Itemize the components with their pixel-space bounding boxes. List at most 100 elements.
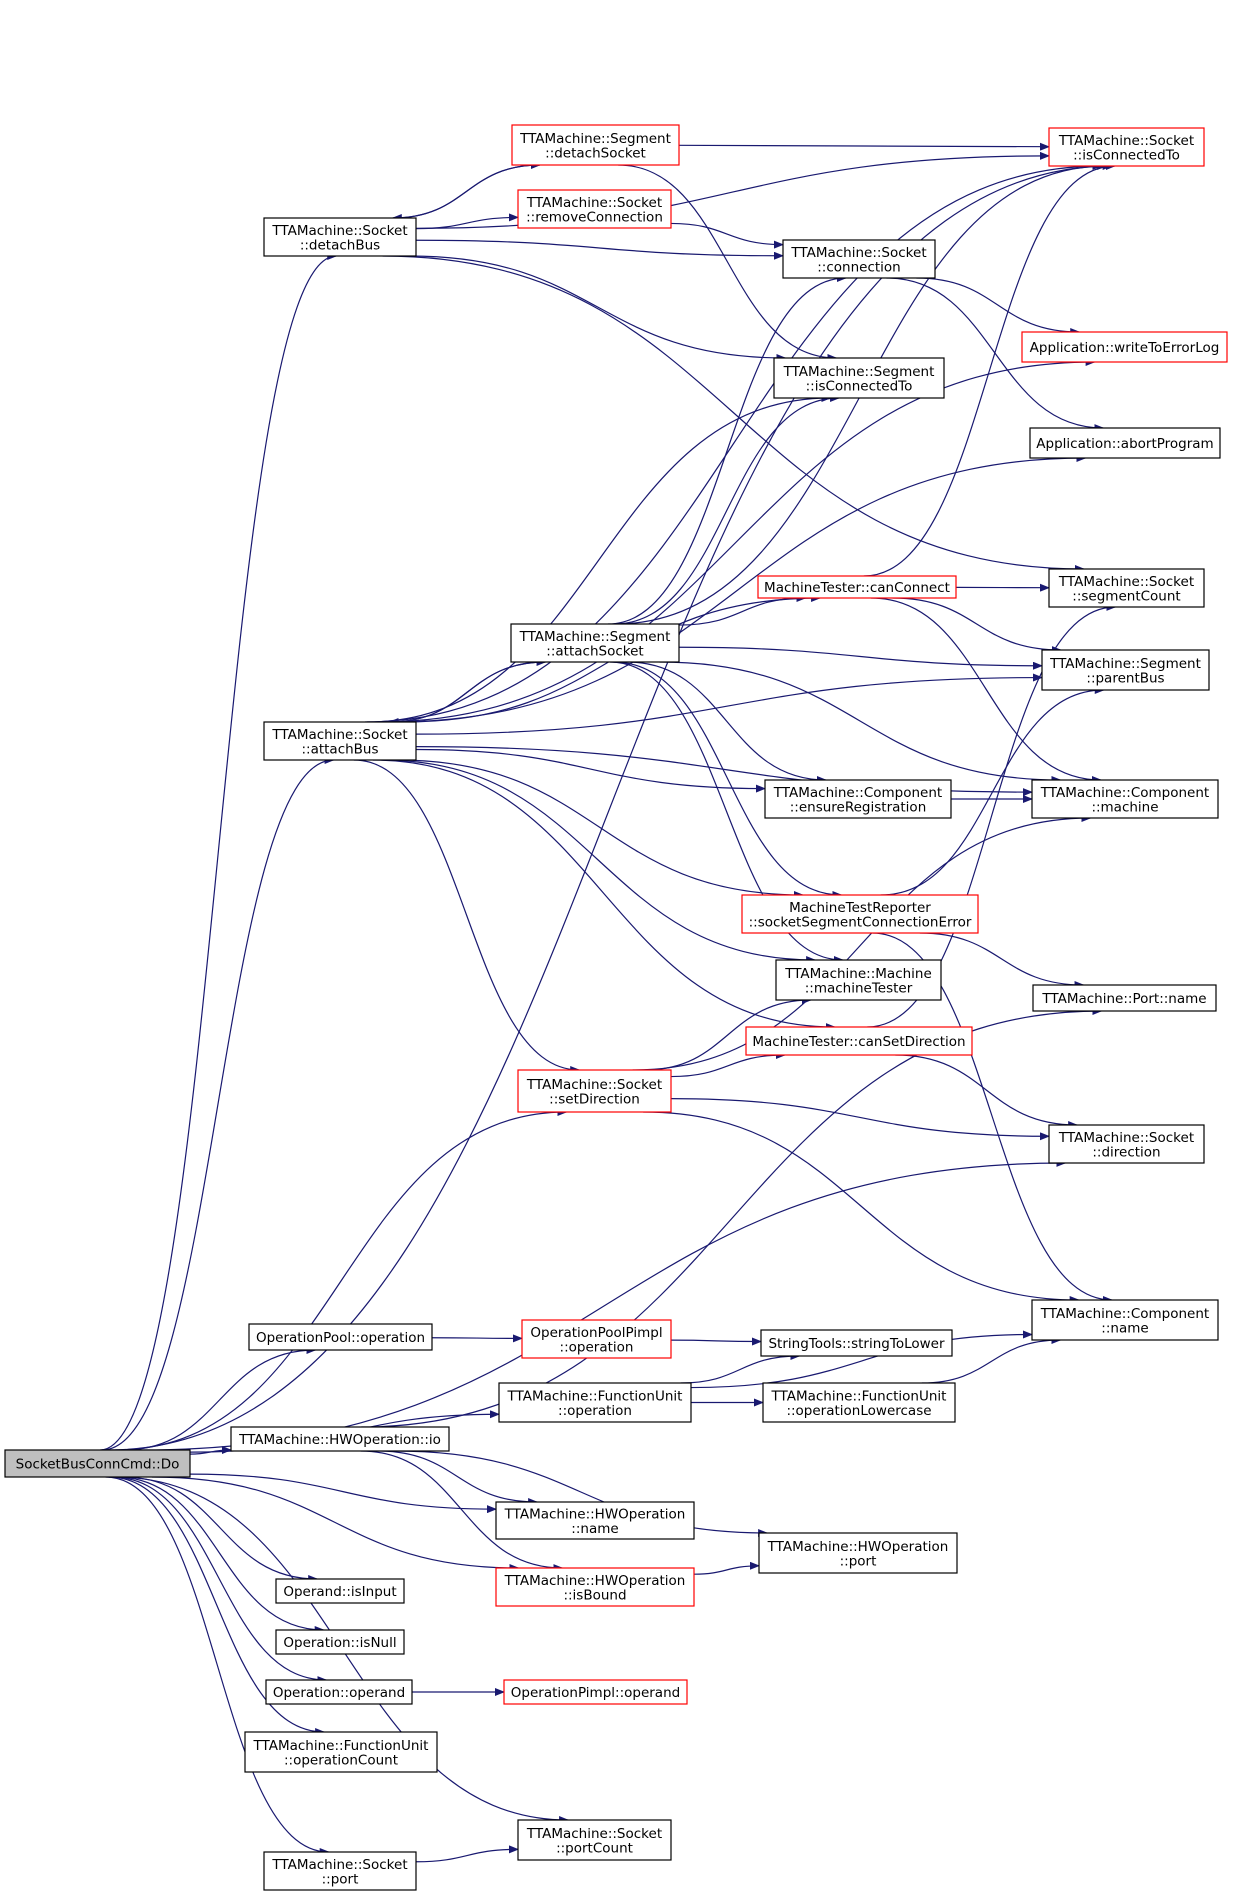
node-label-line: ::operation [558,1403,632,1419]
node-comp-name[interactable]: TTAMachine::Component::name [1031,1299,1219,1341]
node-box [275,1578,405,1604]
node-box [757,575,957,599]
node-operation-operand[interactable]: Operation::operand [265,1679,413,1705]
node-label-line: TTAMachine::Segment [1049,656,1201,672]
edge-root-to-operation_operand [111,1476,328,1684]
edge-sock_setDirection-to-sock_direction [670,1098,1050,1141]
node-label-line: TTAMachine::Port::name [1041,991,1206,1007]
edge-root-to-operand_isInput [123,1476,319,1583]
node-comp-ensureRegistration[interactable]: TTAMachine::Component::ensureRegistratio… [764,779,952,819]
edge-mtr_socketSegmentConnectionError-to-comp_name [872,932,1113,1304]
node-seg-parentBus[interactable]: TTAMachine::Segment::parentBus [1041,649,1210,691]
node-hwop-name[interactable]: TTAMachine::HWOperation::name [495,1501,695,1540]
node-label-line: TTAMachine::Socket [526,1826,662,1842]
node-mt-canConnect[interactable]: MachineTester::canConnect [757,575,957,599]
node-label-line: ::setDirection [549,1091,640,1107]
node-strtools-stringToLower[interactable]: StringTools::stringToLower [760,1329,953,1357]
node-seg-isConnectedTo[interactable]: TTAMachine::Segment::isConnectedTo [773,357,945,399]
node-operation-isNull[interactable]: Operation::isNull [275,1629,405,1655]
node-mt-canSetDirection[interactable]: MachineTester::canSetDirection [745,1026,973,1056]
node-box [1031,1299,1219,1341]
edge-sock_attachBus-to-app_writeToErrorLog [377,358,1096,723]
node-label-line: OperationPoolPimpl [530,1325,662,1341]
edge-root-to-sock_attachBus [102,756,335,1451]
edge-mt_canConnect-to-comp_machine [870,597,1102,784]
nodes-layer: SocketBusConnCmd::DoTTAMachine::Socket::… [4,124,1228,1891]
edge-hwop_io-to-hwop_port [394,1450,769,1537]
edge-fu_operation-to-comp_name [690,1330,1033,1389]
node-op-pool-operation[interactable]: OperationPool::operation [248,1323,433,1351]
node-box [495,1501,695,1540]
node-sock-connection[interactable]: TTAMachine::Socket::connection [782,239,936,279]
node-label-line: ::portCount [556,1840,633,1856]
node-label-line: Operation::isNull [283,1635,396,1651]
node-box [263,217,417,257]
edge-sock_setDirection-to-comp_machine [632,814,1092,1071]
node-seg-attachSocket[interactable]: TTAMachine::Segment::attachSocket [510,623,680,663]
node-label-line: TTAMachine::Socket [1058,1130,1194,1146]
node-hwop-port[interactable]: TTAMachine::HWOperation::port [758,1532,958,1574]
edge-sock_connection-to-app_writeToErrorLog [916,277,1081,336]
node-sock-detachBus[interactable]: TTAMachine::Socket::detachBus [263,217,417,257]
node-box [517,1069,672,1113]
node-box [764,779,952,819]
node-hwop-io[interactable]: TTAMachine::HWOperation::io [230,1426,450,1452]
node-operation-pimpl-operand[interactable]: OperationPimpl::operand [503,1679,688,1705]
edge-hwop_io-to-port_name [361,1007,1103,1428]
node-label-line: TTAMachine::FunctionUnit [253,1738,429,1754]
node-operand-isInput[interactable]: Operand::isInput [275,1578,405,1604]
node-fu-operationCount[interactable]: TTAMachine::FunctionUnit::operationCount [244,1731,438,1773]
edge-root-to-sock_isConnectedTo [108,162,1113,1451]
node-label-line: TTAMachine::HWOperation [504,1573,686,1589]
node-label-line: TTAMachine::FunctionUnit [771,1388,947,1404]
node-sock-removeConnection[interactable]: TTAMachine::Socket::removeConnection [517,189,672,229]
node-label-line: MachineTester::canConnect [764,580,950,596]
node-seg-detachSocket[interactable]: TTAMachine::Segment::detachSocket [511,124,680,166]
node-sock-isConnectedTo[interactable]: TTAMachine::Socket::isConnectedTo [1048,127,1205,167]
node-label-line: OperationPimpl::operand [511,1685,680,1701]
edge-root-to-operation_isNull [115,1476,325,1634]
edge-seg_attachSocket-to-mach_machineTester [609,661,844,964]
edge-sock_port-to-sock_portCount [415,1845,519,1863]
node-label-line: TTAMachine::HWOperation [767,1539,949,1555]
edge-mt_canConnect-to-sock_isConnectedTo [863,162,1116,577]
node-box [1041,649,1210,691]
edge-sock_setDirection-to-comp_name [643,1111,1080,1304]
node-sock-segmentCount[interactable]: TTAMachine::Socket::segmentCount [1048,568,1205,608]
edge-mt_canSetDirection-to-sock_segmentCount [867,603,1117,1028]
node-port-name[interactable]: TTAMachine::Port::name [1032,984,1217,1012]
node-label-line: ::name [1101,1320,1148,1336]
edge-mt_canConnect-to-seg_parentBus [892,597,1062,654]
edge-fu_operationLowercase-to-comp_name [921,1336,1062,1384]
edge-seg_detachSocket-to-sock_isConnectedTo [678,142,1050,151]
node-op-pool-pimpl-operation[interactable]: OperationPoolPimpl::operation [521,1319,672,1359]
node-mach-machineTester[interactable]: TTAMachine::Machine::machineTester [775,959,942,1001]
edge-seg_detachSocket-to-seg_isConnectedTo [618,164,838,362]
node-box [248,1323,433,1351]
node-sock-portCount[interactable]: TTAMachine::Socket::portCount [517,1819,672,1861]
node-app-abortProgram[interactable]: Application::abortProgram [1029,427,1221,459]
node-fu-operation[interactable]: TTAMachine::FunctionUnit::operation [498,1382,692,1423]
node-box [503,1679,688,1705]
edge-seg_attachSocket-to-seg_parentBus [678,646,1043,670]
node-sock-setDirection[interactable]: TTAMachine::Socket::setDirection [517,1069,672,1113]
node-root[interactable]: SocketBusConnCmd::Do [4,1449,191,1478]
node-box [1048,127,1205,167]
node-comp-machine[interactable]: TTAMachine::Component::machine [1031,779,1219,819]
node-label-line: ::detachSocket [545,145,646,161]
node-sock-attachBus[interactable]: TTAMachine::Socket::attachBus [263,721,417,761]
edge-seg_attachSocket-to-mtr_socketSegmentConnectionError [613,661,843,899]
node-sock-direction[interactable]: TTAMachine::Socket::direction [1048,1124,1205,1164]
node-sock-port[interactable]: TTAMachine::Socket::port [263,1851,417,1891]
node-box [1048,568,1205,608]
edge-sock_setDirection-to-mt_canSetDirection [670,1051,786,1078]
node-label-line: ::operationLowercase [786,1403,931,1419]
edge-root-to-fu_operationCount [108,1476,326,1736]
edge-sock_attachBus-to-sock_setDirection [353,759,581,1074]
node-mtr-socketSegmentConnectionError[interactable]: MachineTestReporter::socketSegmentConnec… [741,894,979,934]
node-label-line: ::removeConnection [526,209,663,225]
edge-root-to-hwop_name [189,1473,497,1514]
node-hwop-isBound[interactable]: TTAMachine::HWOperation::isBound [495,1567,695,1607]
node-app-writeToErrorLog[interactable]: Application::writeToErrorLog [1021,331,1228,363]
node-fu-operationLowercase[interactable]: TTAMachine::FunctionUnit::operationLower… [762,1382,956,1423]
